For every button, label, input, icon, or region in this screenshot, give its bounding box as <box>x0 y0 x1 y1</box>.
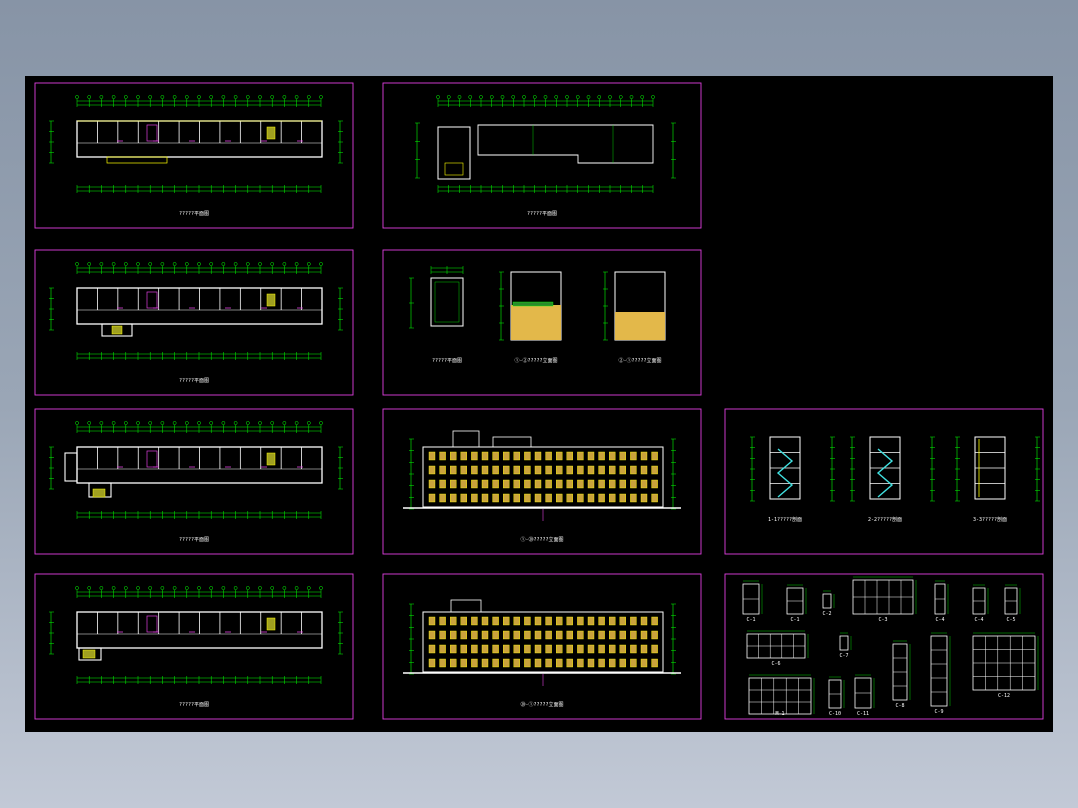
window-caption: C-9 <box>934 709 943 715</box>
sheet-caption: 1-1?????剖面 <box>768 516 802 523</box>
sheet-plan-4: ?????平面图 <box>34 573 354 720</box>
sheet-caption: ?????平面图 <box>179 537 209 543</box>
sheet-caption: ?????平面图 <box>432 358 462 364</box>
sheet-elev-2: ⑳-①?????立面图 <box>382 573 702 720</box>
window-caption: C-11 <box>857 711 869 717</box>
sheet-caption: ?????平面图 <box>527 211 557 217</box>
window-caption: C-3 <box>878 617 887 623</box>
sheet-caption: 3-3?????剖面 <box>973 516 1007 523</box>
window-caption: C-1 <box>746 617 755 623</box>
window-caption: C-4 <box>935 617 944 623</box>
window-caption: C-5 <box>1006 617 1015 623</box>
window-caption: M-1 <box>775 711 784 717</box>
sheet-caption: ?????平面图 <box>179 378 209 384</box>
sheet-caption: ①-⑳?????立面图 <box>520 536 563 543</box>
window-caption: C-12 <box>998 693 1010 699</box>
window-caption: C-7 <box>839 653 848 659</box>
sheet-plan-1: ?????平面图 <box>34 82 354 229</box>
sheet-windows: C-1 C-1 C-2C-3 C-4 C-4 C-5C-6 C-7C-8C-9 C-12M-1… <box>724 573 1044 720</box>
sheet-caption: ②-①?????立面图 <box>618 357 661 364</box>
sheet-plan-3: ?????平面图 <box>34 408 354 555</box>
sheet-plan-2: ?????平面图 <box>34 249 354 396</box>
window-caption: C-2 <box>822 611 831 617</box>
sheet-caption: ⑳-①?????立面图 <box>520 701 563 708</box>
sheet-caption: ?????平面图 <box>179 702 209 708</box>
window-caption: C-1 <box>790 617 799 623</box>
sheet-elev-1: ①-⑳?????立面图 <box>382 408 702 555</box>
sheet-sections: 1-1?????剖面 2-2?????剖面 3-3?????剖面 <box>724 408 1044 555</box>
sheet-caption: ?????平面图 <box>179 211 209 217</box>
window-caption: C-10 <box>829 711 841 717</box>
cad-drawing-canvas[interactable]: ?????平面图?????平面图?????平面图?????平面图?????平面图… <box>25 76 1053 732</box>
window-caption: C-6 <box>771 661 780 667</box>
sheet-details: ?????平面图 ①-②?????立面图 ②-①?????立面图 <box>382 249 702 396</box>
sheet-caption: 2-2?????剖面 <box>868 516 902 523</box>
cad-drawing: ?????平面图?????平面图?????平面图?????平面图?????平面图… <box>34 82 1044 720</box>
window-caption: C-8 <box>895 703 904 709</box>
sheet-roof-plan: ?????平面图 <box>382 82 702 229</box>
window-caption: C-4 <box>974 617 983 623</box>
sheet-caption: ①-②?????立面图 <box>514 357 557 364</box>
